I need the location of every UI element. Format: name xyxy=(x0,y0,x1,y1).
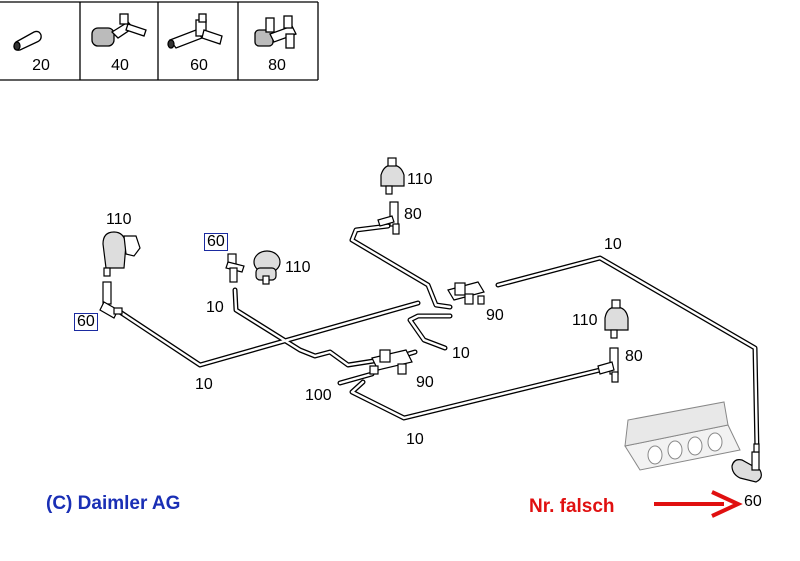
vacuum-unit-mid xyxy=(253,250,281,285)
callout-center-100: 100 xyxy=(305,387,332,404)
legend-number-20: 20 xyxy=(32,57,50,74)
callout-mid-10: 10 xyxy=(206,299,224,316)
t-connector-top xyxy=(377,201,400,235)
callout-left-110: 110 xyxy=(106,211,132,228)
legend-number-40: 40 xyxy=(111,57,129,74)
hose-left-long xyxy=(117,300,421,368)
vacuum-reservoir-module xyxy=(624,401,741,471)
t-connector-90-top xyxy=(447,281,485,305)
elbow-connector-right xyxy=(731,443,762,483)
callout-center-90: 90 xyxy=(416,374,434,391)
t-connector-90-center xyxy=(369,349,413,375)
callout-lower-10: 10 xyxy=(406,431,424,448)
t-connector-right xyxy=(597,347,619,383)
vacuum-unit-top xyxy=(380,157,405,195)
callout-top-110: 110 xyxy=(407,171,433,188)
note-wrong-number: Nr. falsch xyxy=(529,496,615,517)
callout-left-10: 10 xyxy=(195,376,213,393)
elbow-connector-icon xyxy=(167,13,223,49)
callout-mid-110: 110 xyxy=(285,259,311,276)
check-valve-icon xyxy=(91,13,147,47)
elbow-connector-mid xyxy=(225,253,245,283)
elbow-connector-left xyxy=(99,281,123,319)
callout-right-110: 110 xyxy=(572,312,598,329)
hose-lines xyxy=(117,223,760,455)
red-arrow-icon xyxy=(654,490,743,518)
tube-connector-icon xyxy=(13,30,42,51)
callout-top-90: 90 xyxy=(486,307,504,324)
callout-center-10: 10 xyxy=(452,345,470,362)
legend-number-60: 60 xyxy=(190,57,208,74)
vacuum-unit-left xyxy=(102,231,141,277)
callout-right-80: 80 xyxy=(625,348,643,365)
callout-top-80: 80 xyxy=(404,206,422,223)
copyright-text: (C) Daimler AG xyxy=(46,493,181,514)
legend-table xyxy=(0,1,319,81)
legend-number-80: 80 xyxy=(268,57,286,74)
callout-right-60: 60 xyxy=(744,493,762,510)
callout-mid-60: 60 xyxy=(204,233,228,251)
callout-left-60: 60 xyxy=(74,313,98,331)
hose-top-loop xyxy=(349,223,453,310)
callout-top-10: 10 xyxy=(604,236,622,253)
vacuum-unit-right xyxy=(604,299,629,339)
t-connector-icon xyxy=(254,15,297,49)
